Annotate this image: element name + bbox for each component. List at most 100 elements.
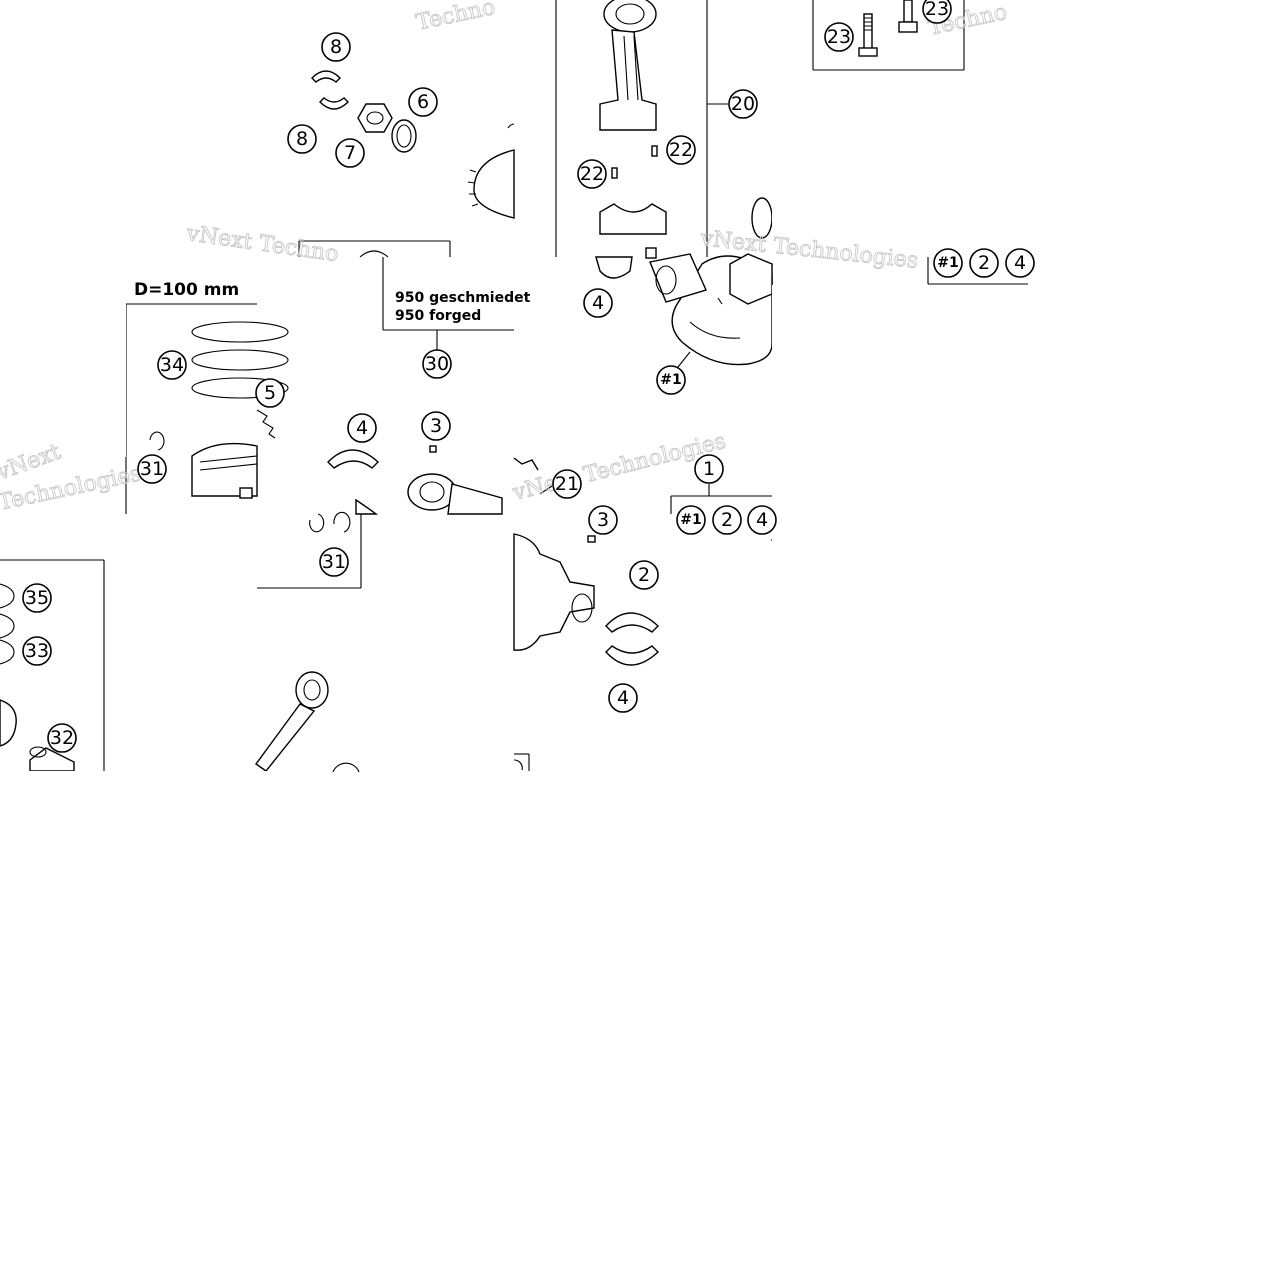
leader-line bbox=[539, 485, 553, 495]
tile-forged-rod: 950 geschmiedet 950 forged bbox=[257, 240, 531, 589]
bearing-shell-part bbox=[311, 70, 341, 83]
callout-23[interactable]: 23 bbox=[922, 0, 952, 24]
gear-teeth bbox=[467, 169, 479, 207]
callout-edge bbox=[332, 762, 360, 773]
blank-area bbox=[0, 0, 257, 228]
callout-2[interactable]: 2 bbox=[712, 505, 742, 535]
circlip-part bbox=[333, 511, 351, 533]
svg-text:4: 4 bbox=[592, 292, 604, 314]
tile-rings-pin bbox=[0, 559, 105, 772]
callout-31[interactable]: 31 bbox=[137, 454, 167, 484]
callout-2[interactable]: 2 bbox=[629, 560, 659, 590]
piston-pin-boss bbox=[239, 487, 253, 499]
circlip-part bbox=[309, 513, 325, 533]
gear-part bbox=[473, 149, 515, 219]
svg-text:5: 5 bbox=[264, 382, 276, 404]
bolt-head bbox=[858, 47, 878, 57]
piston-ring bbox=[191, 321, 289, 343]
bearing-shell-part bbox=[355, 498, 379, 515]
callout-2[interactable]: 2 bbox=[969, 248, 999, 278]
tile-lower-rod bbox=[255, 671, 530, 772]
svg-text:20: 20 bbox=[731, 93, 755, 115]
callout-4[interactable]: 4 bbox=[608, 683, 638, 713]
callout-20[interactable]: 20 bbox=[728, 89, 758, 119]
bore-label: D=100 mm bbox=[134, 280, 239, 300]
callout-22[interactable]: 22 bbox=[666, 135, 696, 165]
crankshaft-end-face bbox=[571, 593, 593, 623]
nut-hole bbox=[366, 111, 384, 125]
dowel-pin-part bbox=[651, 145, 658, 157]
callouts: 8 8 7 6 20 22 22 23 23 4 #1 34 5 31 30 4… bbox=[22, 0, 1035, 773]
dowel-pin-part bbox=[429, 445, 437, 453]
svg-text:23: 23 bbox=[925, 0, 949, 20]
crank-web-edge bbox=[689, 321, 741, 339]
bolt-head bbox=[898, 21, 918, 33]
callout-21[interactable]: 21 bbox=[552, 469, 582, 499]
callout-edge bbox=[513, 759, 523, 771]
svg-text:#1: #1 bbox=[937, 255, 958, 271]
callout-22[interactable]: 22 bbox=[577, 159, 607, 189]
callout-4[interactable]: 4 bbox=[347, 413, 377, 443]
tile-connecting-rod bbox=[555, 0, 728, 257]
bearing-shell-part bbox=[605, 645, 660, 666]
callout-part-1[interactable]: #1 bbox=[656, 365, 686, 395]
piston-pin-part bbox=[29, 747, 75, 772]
callout-4[interactable]: 4 bbox=[1005, 248, 1035, 278]
svg-text:2: 2 bbox=[978, 252, 990, 274]
crank-pin bbox=[729, 253, 773, 305]
callout-3[interactable]: 3 bbox=[421, 411, 451, 441]
watermark: vNext Techno bbox=[184, 221, 340, 267]
callout-30[interactable]: 30 bbox=[422, 349, 452, 379]
callout-34[interactable]: 34 bbox=[157, 350, 187, 380]
blank-area bbox=[772, 285, 1285, 771]
callout-8[interactable]: 8 bbox=[321, 32, 351, 62]
callout-5[interactable]: 5 bbox=[255, 378, 285, 408]
callout-6[interactable]: 6 bbox=[408, 87, 438, 117]
watermark: Techno bbox=[414, 0, 497, 36]
variant-label-en: 950 forged bbox=[395, 308, 481, 324]
callout-35[interactable]: 35 bbox=[22, 583, 52, 613]
svg-text:1: 1 bbox=[703, 458, 715, 480]
callout-4[interactable]: 4 bbox=[583, 288, 613, 318]
piston-ring bbox=[191, 377, 289, 399]
callout-33[interactable]: 33 bbox=[22, 636, 52, 666]
bearing-shell-part bbox=[327, 449, 380, 469]
variant-label-de: 950 geschmiedet bbox=[395, 290, 531, 306]
bearing-shell-part bbox=[319, 97, 349, 110]
svg-text:21: 21 bbox=[555, 473, 579, 495]
svg-text:4: 4 bbox=[356, 417, 368, 439]
gear-teeth bbox=[513, 457, 539, 471]
circlip-part bbox=[149, 431, 165, 451]
svg-text:2: 2 bbox=[721, 509, 733, 531]
svg-text:#1: #1 bbox=[660, 372, 681, 388]
svg-text:31: 31 bbox=[322, 551, 346, 573]
gear-teeth bbox=[256, 409, 276, 439]
piston-pin-end bbox=[29, 746, 47, 758]
tile-nut-washer bbox=[311, 70, 515, 219]
callout-4[interactable]: 4 bbox=[747, 505, 777, 535]
svg-text:4: 4 bbox=[756, 509, 768, 531]
svg-text:35: 35 bbox=[25, 587, 49, 609]
callout-8[interactable]: 8 bbox=[287, 124, 317, 154]
svg-text:32: 32 bbox=[50, 727, 74, 749]
callout-part-1[interactable]: #1 bbox=[676, 505, 706, 535]
callout-32[interactable]: 32 bbox=[47, 723, 77, 753]
callout-7[interactable]: 7 bbox=[335, 138, 365, 168]
svg-text:23: 23 bbox=[827, 26, 851, 48]
bolt-thread bbox=[864, 17, 872, 31]
callout-23[interactable]: 23 bbox=[824, 22, 854, 52]
bolt-part bbox=[863, 13, 873, 51]
rod-shank bbox=[447, 483, 503, 515]
callout-31[interactable]: 31 bbox=[319, 547, 349, 577]
callout-1[interactable]: 1 bbox=[694, 454, 724, 484]
rod-small-end-bore bbox=[615, 3, 645, 25]
rod-small-end bbox=[295, 671, 329, 709]
dowel-pin-part bbox=[587, 535, 596, 543]
svg-text:8: 8 bbox=[330, 36, 342, 58]
svg-text:33: 33 bbox=[25, 640, 49, 662]
callout-part-1[interactable]: #1 bbox=[933, 248, 963, 278]
callout-3[interactable]: 3 bbox=[588, 505, 618, 535]
blank-area bbox=[1029, 0, 1285, 257]
crankshaft-end bbox=[513, 533, 595, 651]
svg-text:34: 34 bbox=[160, 354, 184, 376]
